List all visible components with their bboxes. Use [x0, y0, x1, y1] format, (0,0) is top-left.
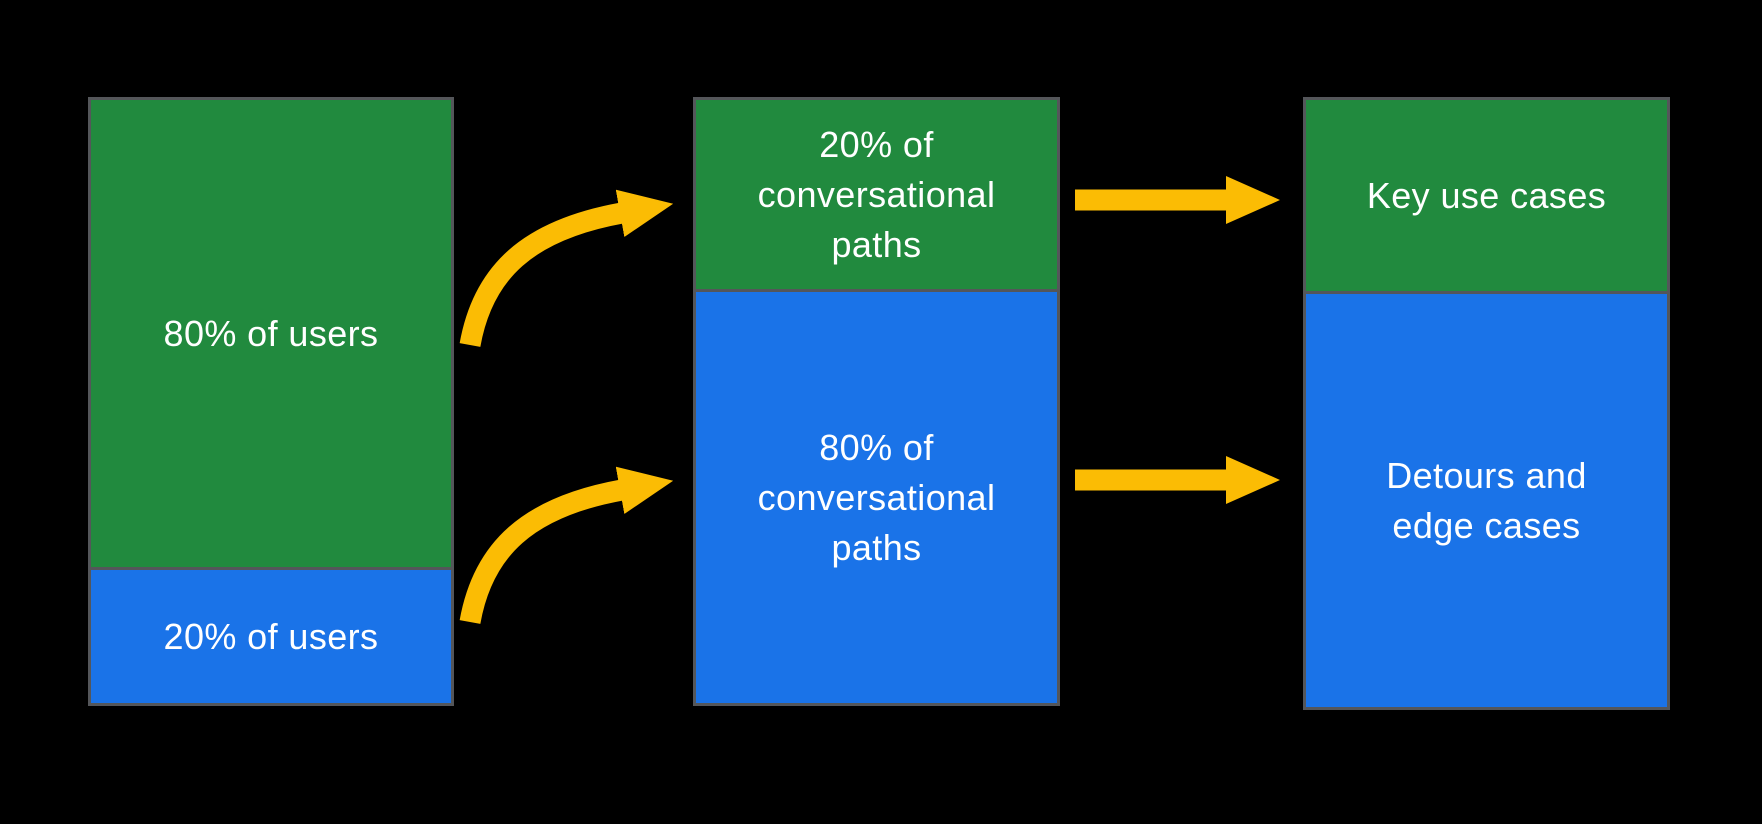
segment-users-20-blue: 20% of users	[91, 570, 451, 703]
segment-key-use-cases-green: Key use cases	[1306, 100, 1667, 294]
segment-paths-80-blue: 80% of conversational paths	[696, 292, 1057, 703]
segment-paths-20-green: 20% of conversational paths	[696, 100, 1057, 292]
curved-arrow-users20-to-paths80-icon	[459, 466, 674, 624]
segment-label: 20% of conversational paths	[757, 123, 996, 265]
segment-label: Detours and edge cases	[1386, 454, 1587, 546]
column-cases: Key use cases Detours and edge cases	[1303, 97, 1670, 710]
column-conversational-paths: 20% of conversational paths 80% of conve…	[693, 97, 1060, 706]
segment-label: Key use cases	[1366, 174, 1607, 216]
segment-label: 80% of users	[163, 312, 379, 354]
segment-detours-edge-cases-blue: Detours and edge cases	[1306, 294, 1667, 707]
segment-label: 20% of users	[163, 615, 379, 657]
segment-label: 80% of conversational paths	[757, 426, 996, 568]
column-users: 80% of users 20% of users	[88, 97, 454, 706]
curved-arrow-users80-to-paths20-icon	[459, 189, 674, 347]
segment-users-80-green: 80% of users	[91, 100, 451, 570]
